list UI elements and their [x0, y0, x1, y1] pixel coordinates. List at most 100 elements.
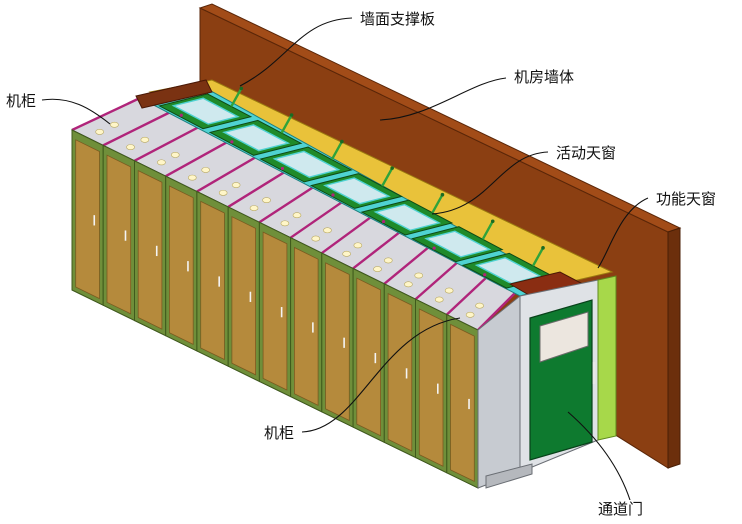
skylight-assembly	[135, 79, 614, 307]
top-rail	[352, 228, 404, 270]
skylight-glass	[171, 97, 240, 125]
ceiling-light	[383, 257, 393, 264]
cabinet-door[interactable]	[137, 169, 163, 330]
ceiling-light	[140, 136, 150, 143]
panel-latch	[432, 246, 436, 250]
top-lights	[95, 121, 484, 318]
cabinet-row-top	[70, 96, 521, 331]
ceiling-light	[157, 159, 166, 166]
cabinet	[71, 129, 104, 306]
skylight-panel[interactable]	[208, 113, 303, 156]
cabinet	[383, 282, 416, 459]
leader-functional-skylight	[597, 197, 649, 269]
skylight-actuator	[330, 140, 343, 161]
skylight-panel[interactable]	[411, 219, 504, 263]
ceiling-light	[262, 197, 271, 204]
ceiling-light	[434, 296, 444, 303]
cabinet-door[interactable]	[387, 292, 413, 452]
actuator-joint	[390, 166, 394, 170]
actuator-joint	[340, 139, 344, 144]
actuator-joint	[289, 113, 294, 117]
cabinet	[446, 313, 479, 489]
actuator-joint	[490, 219, 495, 224]
annotations: 墙面支撑板 机房墙体 机柜 活动天窗 功能天窗 机柜 通道门	[6, 10, 716, 518]
ceiling-light	[187, 174, 197, 181]
door-threshold	[485, 463, 533, 489]
label-movable-skylight: 活动天窗	[556, 144, 616, 162]
door-frame-strip	[597, 275, 617, 441]
skylight-actuator	[230, 87, 243, 108]
cabinet-door[interactable]	[293, 246, 319, 406]
wall-support-board-end	[135, 79, 213, 109]
label-wall-support-board: 墙面支撑板	[360, 10, 435, 28]
cabinet-door[interactable]	[75, 139, 100, 300]
panel-latch	[179, 113, 183, 117]
label-functional-skylight: 功能天窗	[656, 190, 716, 208]
cabinet-door[interactable]	[356, 277, 382, 437]
ceiling-light	[110, 121, 119, 128]
cabinet-door[interactable]	[168, 185, 194, 345]
leader-movable-skylight	[431, 151, 549, 215]
ceiling-light	[373, 266, 382, 272]
ceiling-light	[404, 281, 413, 288]
skylight-actuator	[531, 247, 545, 267]
skylight-panel[interactable]	[309, 166, 403, 209]
ceiling-light	[414, 272, 424, 279]
top-rail	[165, 140, 229, 178]
skylight-panel[interactable]	[360, 192, 454, 236]
top-rails	[71, 96, 521, 331]
cabinet-door[interactable]	[325, 262, 350, 422]
skylight-panel[interactable]	[461, 246, 554, 289]
cabinet	[134, 159, 167, 337]
ceiling-light	[292, 212, 302, 219]
top-rail	[102, 111, 170, 147]
ceiling-light	[311, 235, 321, 242]
end-panel-face	[477, 294, 521, 489]
skylight-actuator	[481, 220, 494, 240]
skylight-panel[interactable]	[158, 86, 253, 130]
top-rail	[71, 96, 141, 132]
skylight-glass	[474, 256, 542, 285]
leader-wall-support-board	[239, 17, 353, 87]
cabinet-door[interactable]	[231, 216, 257, 376]
skylight-glass	[272, 150, 341, 178]
cabinet-door[interactable]	[106, 154, 132, 315]
top-rail	[258, 184, 317, 224]
ceiling-light	[280, 220, 290, 227]
cabinet-row-front	[71, 129, 479, 489]
cabinet-door[interactable]	[450, 323, 475, 483]
actuator-joint	[541, 246, 545, 250]
door-window	[539, 311, 589, 363]
top-rail	[196, 155, 258, 193]
cabinet	[227, 206, 260, 383]
cabinet	[321, 252, 354, 428]
leader-cabinet-bottom	[301, 317, 461, 433]
cabinet-door[interactable]	[418, 308, 444, 467]
cabinet	[258, 221, 292, 398]
skylight-glass	[373, 203, 442, 232]
cabinet	[196, 190, 229, 368]
cabinet	[102, 144, 135, 322]
label-cabinet-top: 机柜	[6, 92, 36, 110]
ceiling-light	[475, 302, 484, 309]
panel-latch	[331, 193, 335, 197]
leader-cabinet-top	[41, 98, 111, 125]
skylight-glass	[222, 124, 291, 152]
ceiling-light	[231, 182, 241, 188]
panel-latch	[280, 166, 285, 171]
skylight-panel[interactable]	[259, 139, 353, 183]
top-rail	[414, 257, 463, 301]
cabinet-door[interactable]	[262, 231, 288, 391]
cabinet-door[interactable]	[200, 200, 225, 361]
label-access-door: 通道门	[598, 500, 643, 518]
skylight-glass	[323, 177, 391, 205]
skylight-panels	[158, 86, 554, 289]
top-rail	[321, 213, 375, 255]
label-machine-room-wall: 机房墙体	[514, 68, 574, 86]
top-rail	[445, 272, 492, 316]
top-rail	[133, 126, 200, 162]
ceiling-light	[170, 151, 180, 158]
wall-side-edge	[667, 227, 681, 469]
top-rail	[227, 170, 287, 208]
